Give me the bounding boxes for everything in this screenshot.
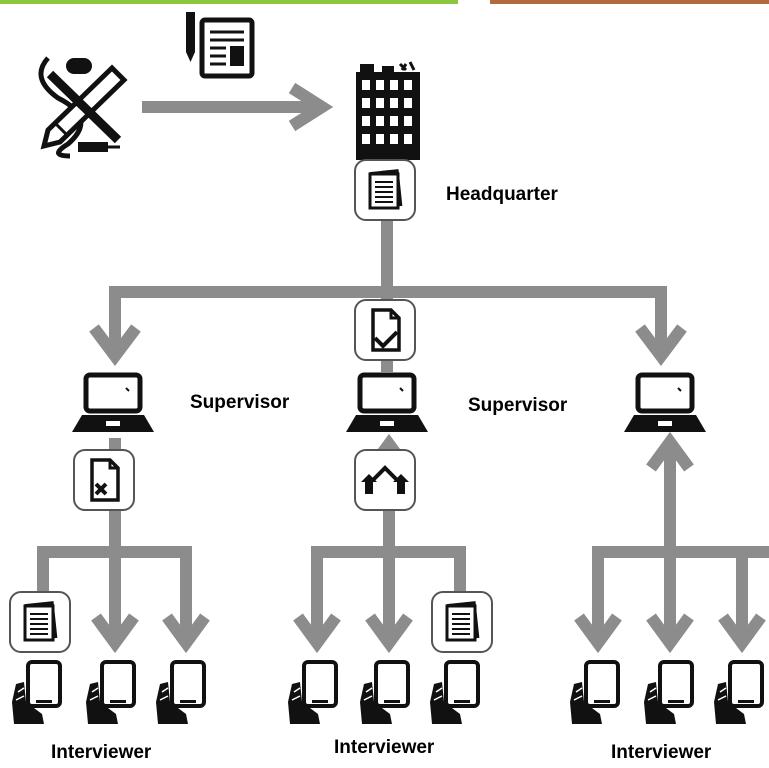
laptop-icon-right <box>624 375 706 432</box>
supervisor-label-left: Supervisor <box>190 392 290 413</box>
document-check-icon <box>354 299 416 361</box>
arrowhead-right-supervisor <box>635 324 687 366</box>
arrowhead-right-up <box>646 431 694 472</box>
questionnaire-icon <box>186 12 255 79</box>
interviewer-label-left: Interviewer <box>51 742 152 763</box>
arrowhead-mid-1 <box>293 613 341 654</box>
top-accent-brown <box>490 0 769 4</box>
headquarter-label: Headquarter <box>446 184 558 205</box>
documents-stack-icon-hq <box>354 159 416 221</box>
upload-arrows-icon <box>354 449 416 511</box>
arrowhead-right-2 <box>646 613 694 654</box>
arrowhead-right-1 <box>574 613 622 654</box>
interviewer-label-right: Interviewer <box>611 742 712 763</box>
supervisor-label-right: Supervisor <box>468 395 568 416</box>
tablet-hand-icon-2 <box>84 660 136 726</box>
top-accent-green <box>0 0 458 4</box>
document-reject-icon <box>73 449 135 511</box>
tablet-hand-icon-9 <box>712 660 764 726</box>
building-icon <box>356 61 420 160</box>
arrowhead-left-3 <box>162 613 210 654</box>
laptop-icon-middle <box>346 375 428 432</box>
arrowhead-mid-2 <box>365 613 413 654</box>
tablet-hand-icon-3 <box>154 660 206 726</box>
documents-stack-icon-left <box>9 591 71 653</box>
laptop-icon-left <box>72 375 154 432</box>
tablet-hand-icon-8 <box>642 660 694 726</box>
arrowhead-left-2 <box>91 613 139 654</box>
tablet-hand-icon-1 <box>10 660 62 726</box>
interviewer-label-middle: Interviewer <box>334 737 435 758</box>
arrowhead-left-supervisor <box>89 324 141 366</box>
tablet-hand-icon-4 <box>286 660 338 726</box>
tablet-hand-icon-7 <box>568 660 620 726</box>
design-tools-icon <box>38 56 128 159</box>
documents-stack-icon-middle <box>431 591 493 653</box>
arrowhead-right-3 <box>718 613 766 654</box>
tablet-hand-icon-6 <box>428 660 480 726</box>
arrowhead-designer-to-hq <box>288 82 334 132</box>
tablet-hand-icon-5 <box>358 660 410 726</box>
